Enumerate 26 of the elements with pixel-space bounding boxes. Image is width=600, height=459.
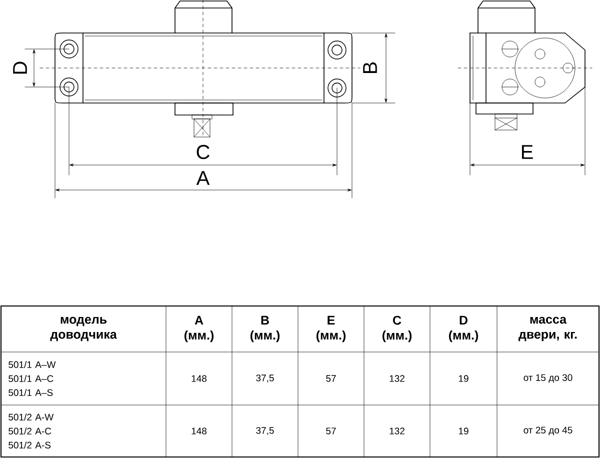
column-header: B (мм.) <box>250 316 280 342</box>
column-header: C (мм.) <box>382 316 412 342</box>
table-value: 57 <box>326 375 336 382</box>
table-value: 19 <box>458 375 468 382</box>
model-name: 501/2 A-W 501/2 A-C 501/2 A-S <box>8 414 54 448</box>
table-value: 148 <box>192 375 207 382</box>
dimension-label: B <box>363 62 377 74</box>
dimension-label: E <box>522 145 533 159</box>
dimension-label: C <box>196 144 210 160</box>
table-value: от 25 до 45 <box>524 426 572 436</box>
table-value: 132 <box>390 428 404 434</box>
column-header: модель доводчика <box>50 316 117 342</box>
table-value: от 15 до 30 <box>524 374 572 383</box>
table-value: 37,5 <box>256 374 274 382</box>
column-header: E (мм.) <box>316 316 346 342</box>
table-value: 148 <box>192 428 207 434</box>
table-value: 19 <box>458 428 468 434</box>
table-value: 57 <box>326 428 336 434</box>
table-value: 37,5 <box>256 427 274 435</box>
dimension-label: D <box>13 62 27 74</box>
model-name: 501/1 A–W 501/1 A–C 501/1 A–S <box>8 361 56 396</box>
column-header: масса двери, кг. <box>518 316 577 342</box>
column-header: A (мм.) <box>184 316 214 342</box>
column-header: D (мм.) <box>448 316 478 342</box>
table-value: 132 <box>390 375 404 382</box>
dimension-label: A <box>196 171 210 185</box>
